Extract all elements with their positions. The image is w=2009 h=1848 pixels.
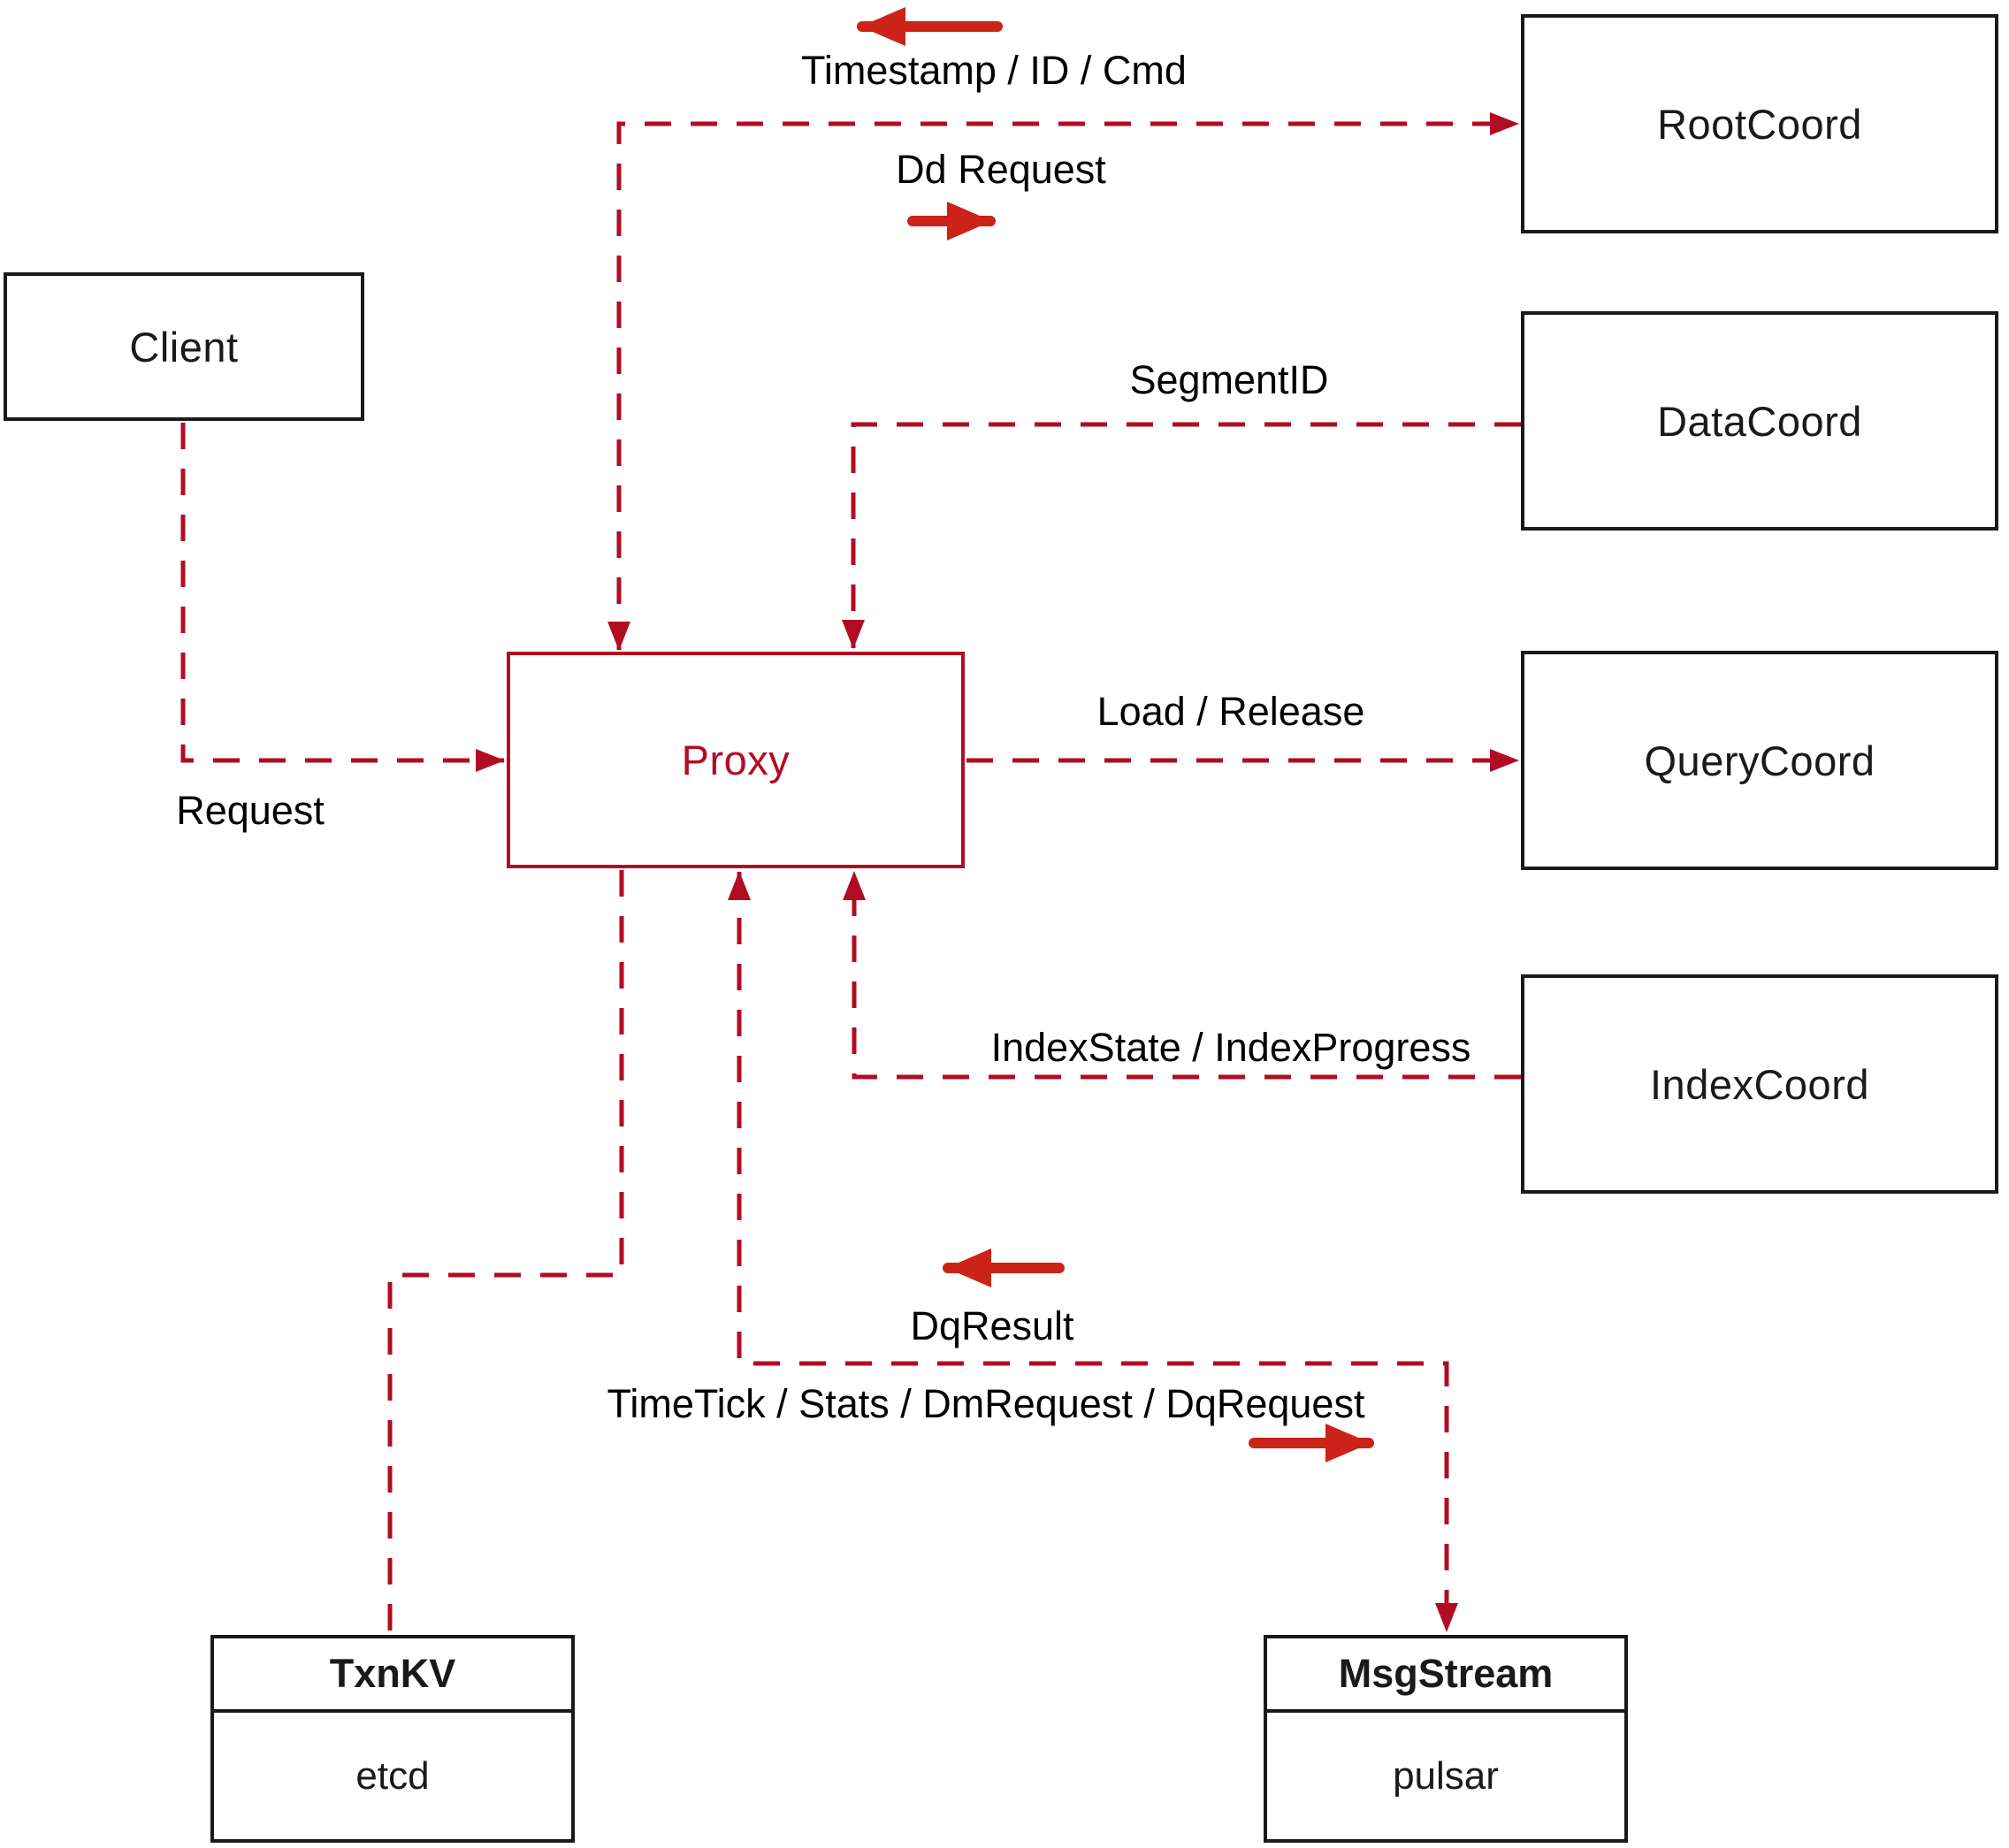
node-querycoord-label: QueryCoord — [1644, 737, 1875, 784]
node-msgstream: MsgStream pulsar — [1264, 1635, 1628, 1843]
node-txnkv-subtitle: etcd — [355, 1753, 430, 1798]
edge-label-request: Request — [176, 788, 325, 833]
edge-label-index-state: IndexState / IndexProgress — [990, 1025, 1471, 1070]
node-datacoord-label: DataCoord — [1657, 397, 1862, 445]
edge-proxy-rootcoord — [607, 112, 1519, 651]
node-indexcoord-label: IndexCoord — [1650, 1060, 1869, 1108]
node-rootcoord-label: RootCoord — [1657, 100, 1862, 148]
edge-label-segment-id: SegmentID — [1129, 357, 1329, 402]
node-msgstream-subtitle: pulsar — [1393, 1753, 1499, 1798]
edge-datacoord-proxy-segmentid — [842, 422, 1521, 649]
node-client-label: Client — [129, 323, 239, 370]
edge-label-time-tick: TimeTick / Stats / DmRequest / DqRequest — [607, 1381, 1365, 1426]
node-rootcoord: RootCoord — [1521, 14, 1998, 233]
edge-proxy-txnkv — [387, 870, 624, 1633]
node-datacoord: DataCoord — [1521, 311, 1998, 531]
edge-label-dd-request: Dd Request — [896, 147, 1106, 192]
node-indexcoord: IndexCoord — [1521, 974, 1998, 1194]
edge-label-timestamp: Timestamp / ID / Cmd — [801, 48, 1187, 93]
edge-label-dq-result: DqResult — [910, 1303, 1074, 1348]
edge-label-load-release: Load / Release — [1096, 689, 1365, 734]
edge-client-proxy-request — [180, 423, 505, 772]
node-querycoord: QueryCoord — [1521, 651, 1998, 870]
node-msgstream-title: MsgStream — [1267, 1638, 1624, 1713]
edge-proxy-msgstream — [728, 871, 1458, 1632]
node-client: Client — [4, 272, 364, 421]
node-txnkv-title: TxnKV — [214, 1638, 571, 1713]
node-txnkv: TxnKV etcd — [210, 1635, 575, 1843]
node-proxy-label: Proxy — [681, 737, 791, 783]
node-proxy: Proxy — [507, 652, 965, 868]
